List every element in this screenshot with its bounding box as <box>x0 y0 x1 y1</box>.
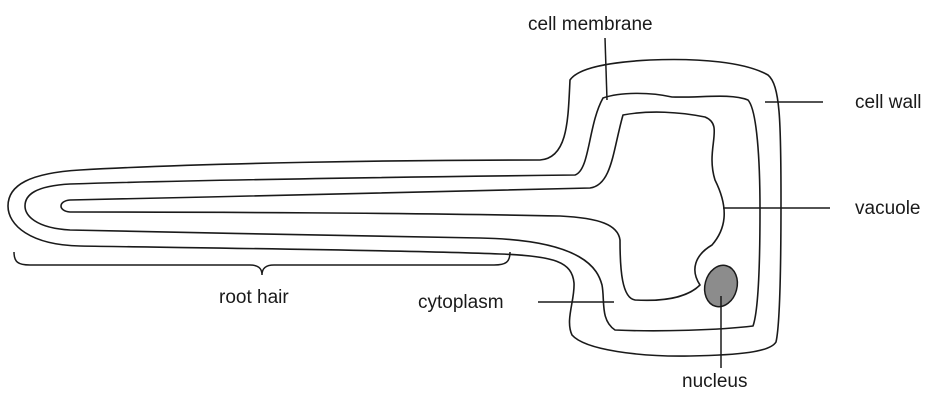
cell-wall-label: cell wall <box>855 92 922 113</box>
nucleus-label: nucleus <box>682 371 748 392</box>
vacuole-outline <box>61 112 724 300</box>
root-hair-brace <box>14 252 510 275</box>
cell-wall-outline <box>8 60 781 357</box>
cytoplasm-label: cytoplasm <box>418 292 504 313</box>
root-hair-label: root hair <box>219 287 289 308</box>
vacuole-label: vacuole <box>855 198 921 219</box>
cell-membrane-leader <box>605 38 607 100</box>
cell-membrane-label: cell membrane <box>528 14 653 35</box>
